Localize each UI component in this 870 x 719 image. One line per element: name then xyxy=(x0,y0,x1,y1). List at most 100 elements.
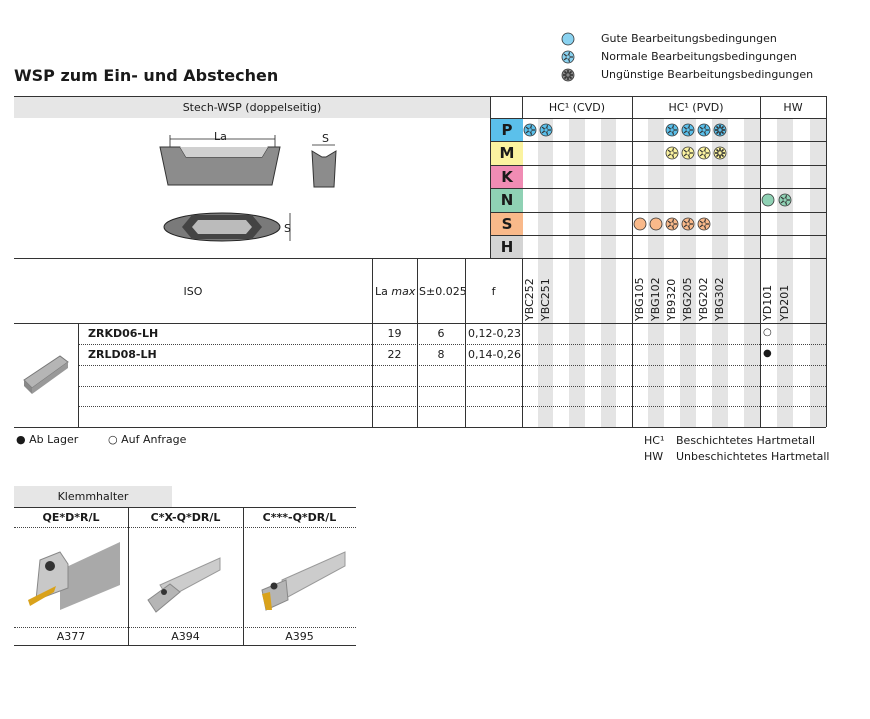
material-M: M xyxy=(491,141,523,165)
holder-a394-image xyxy=(147,557,221,613)
legend-bad-icon xyxy=(561,68,575,82)
holder-name[interactable]: C***-Q*DR/L xyxy=(262,511,337,524)
col-la-max-italic: max xyxy=(391,285,416,298)
grade-label-YBG202: YBG202 xyxy=(697,277,710,321)
column-line xyxy=(522,258,523,427)
grade-label-YBG102: YBG102 xyxy=(649,277,662,321)
column-line xyxy=(78,323,79,427)
hw-text: Unbeschichtetes Hartmetall xyxy=(676,450,830,463)
grade-label-YBG302: YBG302 xyxy=(713,277,726,321)
iso-code: ZRLD08-LH xyxy=(88,348,157,361)
holders-tab: Klemmhalter xyxy=(57,490,129,503)
col-la-max: La max xyxy=(375,285,415,298)
col-f: f xyxy=(491,285,496,298)
f-value: 0,12-0,23 xyxy=(468,327,521,340)
grade-column-stripe xyxy=(680,118,696,427)
grade-column-stripe xyxy=(648,118,664,427)
legend-label: Ungünstige Bearbeitungsbedingungen xyxy=(601,68,814,81)
s-value: 6 xyxy=(437,327,445,340)
group-header-line xyxy=(490,118,826,119)
condition-normal-icon xyxy=(681,146,695,160)
condition-normal-icon xyxy=(665,123,679,137)
holder-name[interactable]: QE*D*R/L xyxy=(42,511,100,524)
material-row-line xyxy=(490,165,826,166)
grade-label-YB9320: YB9320 xyxy=(665,278,678,321)
column-line xyxy=(372,258,373,427)
hc-text: Beschichtetes Hartmetall xyxy=(676,434,816,447)
dim-s-side: S xyxy=(322,132,329,145)
table-top-line xyxy=(14,96,826,97)
condition-normal-icon xyxy=(665,146,679,160)
legend-label: Gute Bearbeitungsbedingungen xyxy=(601,32,777,45)
col-s: S±0.025 xyxy=(419,285,467,298)
legend-stock: ● Ab Lager xyxy=(16,433,79,446)
hc-abbr: HC¹ xyxy=(644,434,665,447)
page-title: WSP zum Ein- und Abstechen xyxy=(14,66,279,85)
condition-good-icon xyxy=(649,217,663,231)
condition-normal-icon xyxy=(697,123,711,137)
condition-bad-icon xyxy=(713,123,727,137)
data-top-line xyxy=(14,323,826,324)
condition-normal-icon xyxy=(681,123,695,137)
grade-column-stripe xyxy=(712,118,728,427)
material-P: P xyxy=(491,118,523,141)
insert-header-bg xyxy=(14,97,490,118)
condition-bad-icon xyxy=(713,146,727,160)
f-value: 0,14-0,26 xyxy=(468,348,521,361)
insert-drawing xyxy=(159,135,337,242)
group-header: HW xyxy=(783,101,803,114)
insert-image xyxy=(23,355,69,394)
condition-normal-icon xyxy=(778,193,791,207)
legend-request: ○ Auf Anfrage xyxy=(108,433,187,446)
dim-la: La xyxy=(214,130,227,143)
column-line xyxy=(632,96,633,427)
condition-normal-icon xyxy=(697,146,711,160)
condition-good-icon xyxy=(633,217,647,231)
dim-s-top: S xyxy=(284,222,291,235)
condition-good-icon xyxy=(761,193,775,207)
column-line xyxy=(760,96,761,427)
condition-normal-icon xyxy=(681,217,695,231)
col-iso: ISO xyxy=(183,285,203,298)
data-row-line xyxy=(78,406,826,407)
holder-a395-image xyxy=(261,551,346,611)
grade-column-stripe xyxy=(537,118,554,427)
group-header: HC¹ (PVD) xyxy=(668,101,724,114)
col-la-label: La xyxy=(375,285,388,298)
s-value: 8 xyxy=(437,348,445,361)
condition-normal-icon xyxy=(523,123,537,137)
grade-label-YD101: YD101 xyxy=(761,284,774,321)
condition-normal-icon xyxy=(665,217,679,231)
holders-tab-bg xyxy=(14,486,172,507)
la-max-value: 22 xyxy=(387,348,402,361)
holder-images xyxy=(28,542,346,613)
availability-mark: ● xyxy=(763,348,772,359)
grade-label-YBC251: YBC251 xyxy=(538,278,552,321)
legend-label: Normale Bearbeitungsbedingungen xyxy=(601,50,797,63)
grade-column-stripe xyxy=(744,118,760,427)
grade-column-stripe xyxy=(600,118,617,427)
availability-mark: ○ xyxy=(763,327,772,338)
data-row-line xyxy=(78,386,826,387)
holder-page-ref[interactable]: A377 xyxy=(56,630,86,643)
material-row-line xyxy=(490,212,826,213)
material-K: K xyxy=(491,165,523,188)
material-H: H xyxy=(491,235,523,258)
hw-abbr: HW xyxy=(644,450,664,463)
data-row-line xyxy=(78,344,826,345)
holder-a377-image xyxy=(28,542,120,610)
legend-normal-icon xyxy=(561,50,575,64)
holder-page-ref[interactable]: A395 xyxy=(285,630,314,643)
table-bottom-line xyxy=(14,427,826,428)
column-line xyxy=(490,96,491,258)
holder-name[interactable]: C*X-Q*DR/L xyxy=(150,511,221,524)
legend-good-icon xyxy=(561,32,575,46)
condition-normal-icon xyxy=(697,217,711,231)
holder-page-ref[interactable]: A394 xyxy=(171,630,200,643)
la-max-value: 19 xyxy=(387,327,402,340)
material-N: N xyxy=(491,188,523,212)
grade-column-stripe xyxy=(569,118,585,427)
grade-column-stripe xyxy=(809,118,826,427)
material-row-line xyxy=(490,235,826,236)
